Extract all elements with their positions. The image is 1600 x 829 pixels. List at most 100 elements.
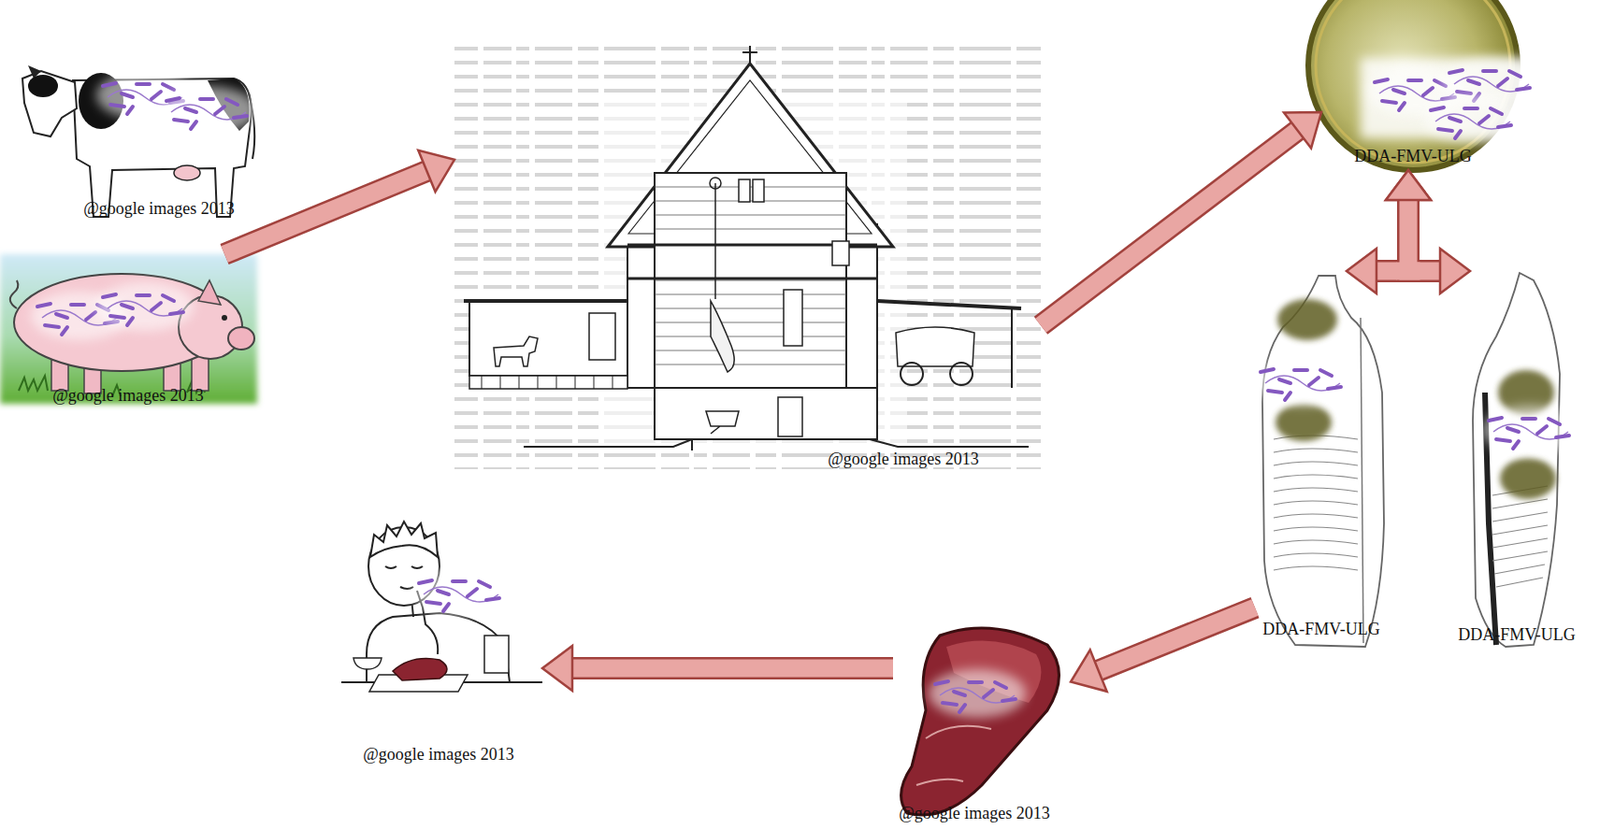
person-eating-part	[353, 658, 382, 670]
pig-node: @google images 2013	[0, 254, 258, 404]
block-arrow	[224, 150, 455, 255]
slaughterhouse-engraving-part-part	[654, 294, 847, 296]
consumer-node: @google images 2013	[341, 528, 543, 767]
slaughterhouse-engraving-part-part	[654, 364, 847, 366]
cow-illustration-part	[173, 165, 201, 181]
carcass-drawing-part	[1275, 403, 1332, 442]
carcass-drawing-part	[1254, 357, 1352, 406]
pig-illustration-part	[0, 254, 258, 404]
carcass-drawing-part-part	[1273, 527, 1358, 532]
image-credit: DDA-FMV-ULG	[1354, 146, 1471, 166]
slaughterhouse-engraving-part-part	[654, 350, 847, 352]
image-credit: @google images 2013	[83, 199, 235, 218]
image-credit: @google images 2013	[827, 449, 980, 469]
arrow-head	[1385, 170, 1431, 201]
steak-illustration-part	[916, 726, 992, 786]
carcass-drawing-part-part	[1273, 488, 1358, 492]
carcass-drawing-part-part	[1492, 525, 1548, 535]
slaughterhouse-engraving-part	[463, 299, 628, 303]
carcass-drawing-part-part	[1494, 564, 1545, 575]
slaughterhouse-engraving-part-part	[654, 280, 847, 282]
steak-illustration-part	[901, 628, 1060, 816]
slaughterhouse-engraving-part-part	[654, 322, 847, 324]
cow-illustration-part	[22, 71, 77, 137]
block-arrow	[1346, 170, 1431, 294]
carcass-drawing-part-part	[1273, 475, 1358, 479]
arrow-shaft-outline	[1376, 200, 1409, 272]
petri-dish-part	[1424, 95, 1522, 145]
carcass-node: DDA-FMV-ULG	[1254, 271, 1396, 650]
slaughterhouse-engraving-part	[783, 289, 803, 346]
carcass-drawing-part	[1499, 458, 1557, 500]
person-eating	[341, 521, 543, 692]
arrow-shaft-outline	[1040, 129, 1298, 326]
slaughterhouse-engraving-part	[714, 183, 717, 300]
cow-illustration-part	[159, 86, 258, 135]
arrow-shaft	[1098, 607, 1255, 671]
carcass-drawing-part	[1472, 273, 1560, 648]
cow-illustration	[22, 65, 258, 217]
person-eating-part	[400, 587, 414, 590]
slaughterhouse-engraving-part	[752, 179, 764, 202]
person-eating-part	[392, 659, 447, 682]
block-arrow	[1070, 607, 1255, 692]
block-arrow	[1040, 112, 1322, 326]
slaughterhouse-engraving-part-part	[556, 375, 558, 390]
slaughterhouse-engraving-part	[654, 172, 847, 389]
carcass-drawing-part-part	[1273, 514, 1358, 519]
slaughterhouse-engraving-part-part	[575, 375, 577, 390]
carcass-drawing-part-part	[1492, 551, 1548, 562]
steak-illustration	[901, 628, 1060, 816]
block-arrow	[1385, 170, 1471, 294]
arrow-head	[542, 646, 573, 692]
slaughterhouse-engraving-part-part	[481, 375, 483, 390]
carcass-drawing-part-part	[1273, 501, 1358, 505]
person-eating-part	[412, 568, 510, 618]
arrow-head	[418, 150, 455, 192]
slaughterhouse-engraving-part	[627, 277, 878, 281]
arrow-shaft-outline	[224, 171, 427, 255]
slaughterhouse-engraving-part	[469, 301, 628, 376]
image-credit: DDA-FMV-ULG	[1262, 619, 1380, 639]
slaughterhouse-engraving-part	[1010, 308, 1013, 389]
arrow-shaft	[1040, 129, 1298, 326]
carcass-drawing	[1254, 275, 1384, 648]
arrow-shaft-outline	[1408, 200, 1441, 272]
slaughterhouse-engraving-part	[481, 375, 613, 390]
slaughterhouse-engraving-part-part	[654, 229, 847, 231]
carcass-drawing-part-part	[1273, 566, 1358, 571]
arrow-shaft-outline	[1098, 607, 1255, 671]
slaughterhouse-engraving-part	[654, 388, 878, 440]
slaughterhouse-engraving-part-part	[654, 308, 847, 310]
petri-dish-node: DDA-FMV-ULG	[1321, 0, 1546, 171]
arrow-head	[1346, 248, 1377, 294]
carcass-drawing-part-part	[1492, 499, 1548, 509]
carcass-node: DDA-FMV-ULG	[1440, 271, 1595, 650]
carcass-drawing-part	[1360, 317, 1364, 644]
slaughterhouse-engraving-part	[832, 241, 850, 266]
arrow-shaft	[572, 659, 894, 678]
slaughterhouse-engraving-part-part	[518, 375, 520, 390]
slaughterhouse-engraving-part	[950, 362, 973, 386]
block-arrow	[542, 646, 894, 692]
slaughterhouse-engraving-part	[523, 439, 1029, 447]
cow-illustration-part	[28, 74, 58, 98]
arrow-shaft	[1376, 200, 1409, 272]
slaughterhouse-engraving-part	[654, 187, 847, 365]
cow-node: @google images 2013	[14, 63, 260, 223]
slaughterhouse-engraving-part	[778, 397, 803, 437]
slaughterhouse-engraving-part	[738, 179, 750, 202]
person-eating-part	[370, 521, 438, 558]
carcass-drawing-part	[1482, 405, 1580, 455]
slaughterhouse-engraving-part	[706, 411, 739, 434]
steak-illustration-part	[928, 669, 1026, 719]
image-credit: @google images 2013	[52, 386, 204, 405]
carcass-drawing-part-part	[1273, 553, 1358, 558]
slaughterhouse-engraving-part-part	[537, 375, 539, 390]
carcass-drawing-part-part	[1273, 540, 1358, 545]
slaughterhouse-engraving-part	[877, 301, 1022, 309]
image-credit: @google images 2013	[898, 804, 1051, 823]
carcass-drawing-part	[1273, 435, 1358, 571]
arrow-shaft	[224, 171, 427, 255]
